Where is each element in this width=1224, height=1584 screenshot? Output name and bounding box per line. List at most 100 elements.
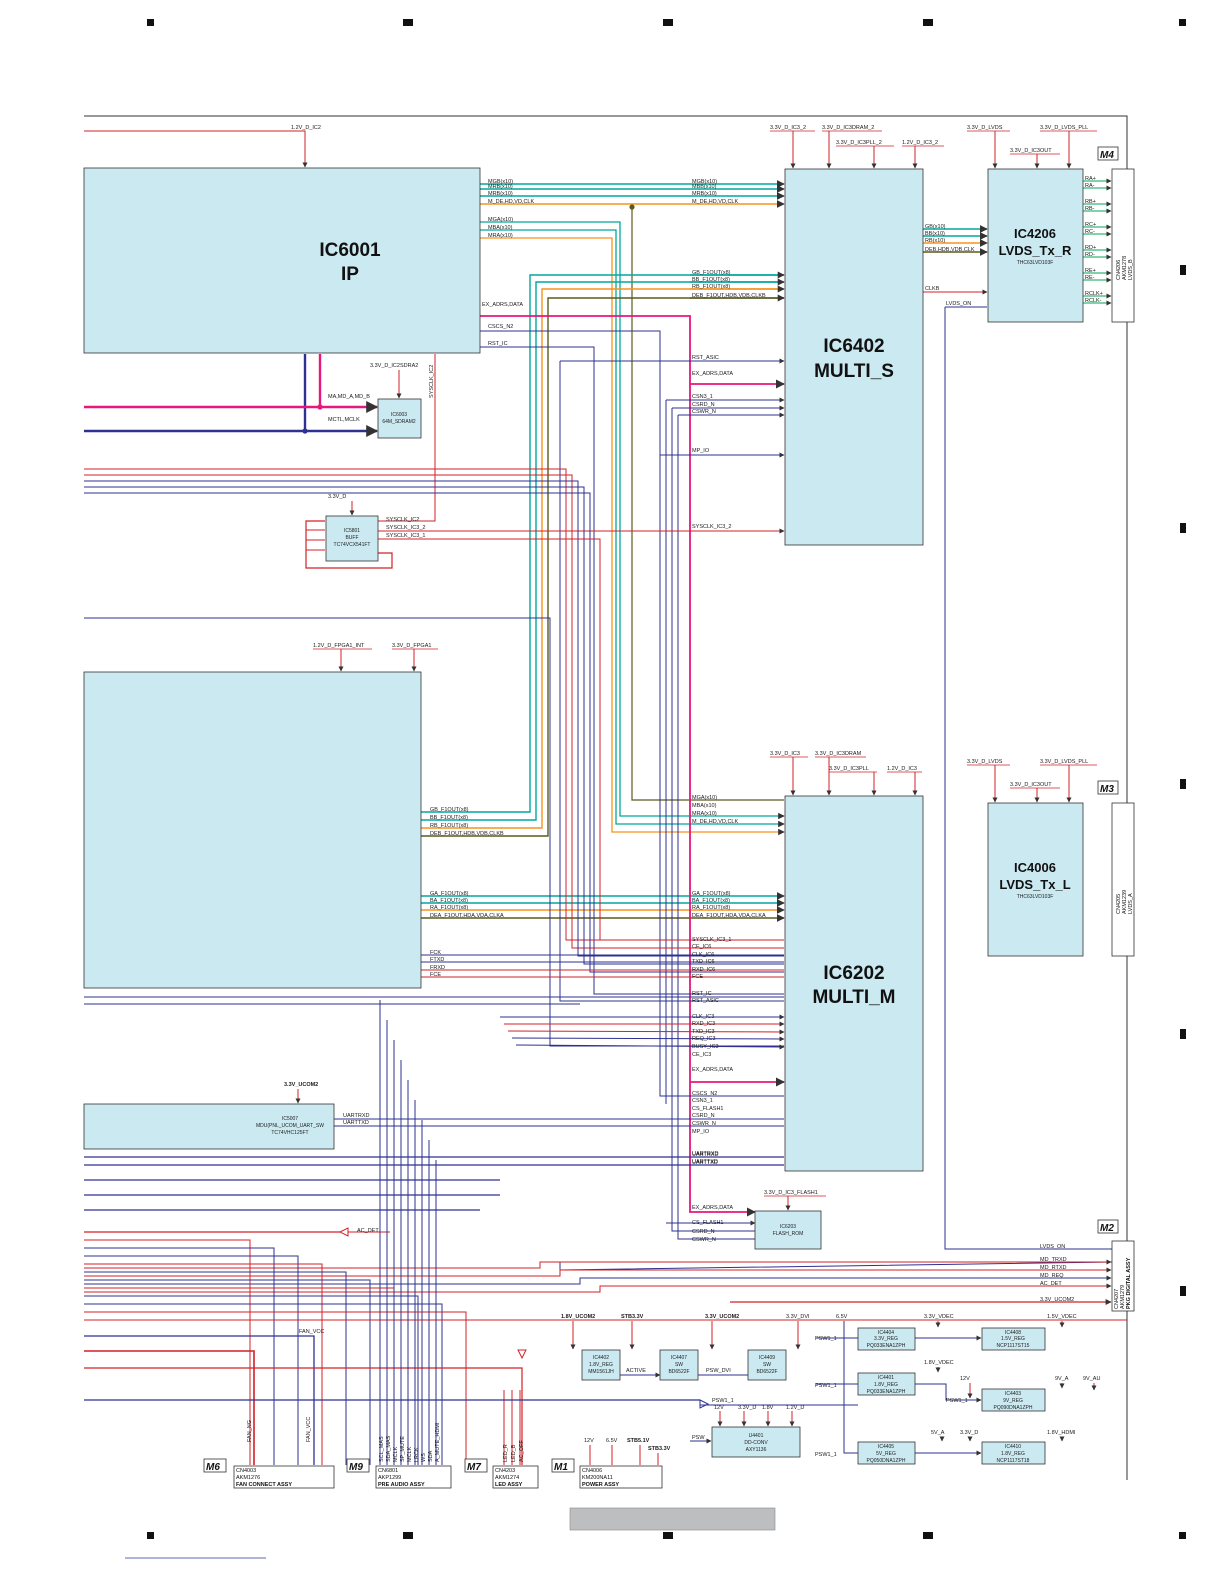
- label-signals-ic4206_out-9: RE-: [1085, 275, 1095, 281]
- wire-77: [84, 474, 784, 949]
- label-power-psw_dvi: PSW_DVI: [706, 1368, 731, 1374]
- label-signals-ic6202_in_ctrl-0: SYSCLK_IC3_1: [692, 937, 731, 943]
- m9-tag: M9: [349, 1462, 363, 1473]
- wires: [84, 130, 1127, 1465]
- wire-39: [480, 346, 784, 995]
- ic4401-box: [857, 1372, 916, 1396]
- label-signals-ic6202_in_ctrl-21: UARTRXD: [692, 1152, 719, 1158]
- label-signals-ic6202_in_ctrl-20: MP_IO: [692, 1129, 710, 1135]
- m9-part: AKP1299: [378, 1475, 401, 1481]
- label-signals-fpga_out1-2: RB_F1OUT(x8): [430, 823, 468, 829]
- label-power-psw: PSW: [692, 1435, 705, 1441]
- label-signals-fpga_out1-0: GB_F1OUT(x8): [430, 807, 469, 813]
- flag-tri: [517, 1349, 527, 1360]
- label-power-r33vdec: 3.3V_VDEC: [924, 1314, 954, 1320]
- m7-cn: CN4203: [495, 1468, 515, 1474]
- label-signals-ic6402_out-4: CLKB: [925, 286, 940, 292]
- label-power-r33dvi: 3.3V_DVI: [786, 1314, 810, 1320]
- label-signals-ic6402_out-5: LVDS_ON: [946, 301, 971, 307]
- label-signals-ic6001_out-5: MBA(x10): [488, 225, 513, 231]
- m1-cn: CN4006: [582, 1468, 602, 1474]
- ic6203-ref: IC6203: [780, 1224, 796, 1230]
- label-power-r33ucom: 3.3V_UCOM2: [705, 1314, 739, 1320]
- u4401-box: [711, 1426, 801, 1458]
- label-signals-m2_sig-2: MD_RTXD: [1040, 1265, 1067, 1271]
- ic6202-box: [784, 795, 924, 1172]
- ic4404-part: PQ033ENA1ZPH: [867, 1343, 906, 1349]
- ic6402-ref: IC6402: [823, 336, 884, 357]
- ic4409-ref: IC4409: [759, 1355, 775, 1361]
- label-signals-fpga_out2-2: RA_F1OUT(x8): [430, 905, 468, 911]
- label-signals-ic4206_out-0: RA+: [1085, 176, 1096, 182]
- label-signals-ic6202_in_ctrl-16: CSN3_1: [692, 1098, 713, 1104]
- label-rails-ic4206_c: 3.3V_D_IC3OUT: [1010, 148, 1052, 154]
- ic4409-box: [747, 1349, 787, 1381]
- m6-tag: M6: [206, 1462, 220, 1473]
- junction-dot: [629, 204, 635, 210]
- label-signals-ic6202_in_ctrl-7: RST_ASIC: [692, 998, 719, 1004]
- ic6003-part: 64M_SDRAM2: [382, 419, 416, 425]
- label-signals-fpga_out1-3: DEB_F1OUT,HDB,VDB,CLKB: [430, 831, 504, 837]
- m1-part: KM200NA11: [582, 1475, 613, 1481]
- m2-part: AKM1279: [1120, 1285, 1126, 1309]
- ic6003-ref: IC6003: [391, 412, 407, 418]
- m7-connector: [492, 1465, 539, 1489]
- label-signals-fpga_out1-1: BB_F1OUT(x8): [430, 815, 468, 821]
- wire-78: [84, 480, 784, 957]
- label-rails-ic6202_c: 3.3V_D_IC3PLL: [829, 766, 869, 772]
- label-signals-ic6202_in_top-0: MGA(x10): [692, 795, 717, 801]
- wire-38: [480, 330, 784, 1097]
- label-power-r18hdmi: 1.8V_HDMI: [1047, 1430, 1076, 1436]
- label-signals-ic6202_in_top-2: MRA(x10): [692, 811, 717, 817]
- ic4401-ref: IC4401: [878, 1375, 894, 1381]
- label-signals-ic6202_in_ctrl-15: CSCS_N2: [692, 1091, 717, 1097]
- label-signals-led_pins-2: AC_OFF: [519, 1440, 525, 1462]
- ic6001-name: IP: [341, 264, 359, 285]
- label-signals-ic6001_out-4: MGA(x10): [488, 217, 513, 223]
- label-power-active: ACTIVE: [626, 1368, 646, 1374]
- label-power-r9au: 9V_AU: [1083, 1376, 1100, 1382]
- label-signals-fpga_ctrl-2: FRXD: [430, 965, 445, 971]
- label-rails-ic6402_b: 3.3V_D_IC3DRAM_2: [822, 125, 874, 131]
- m2-name: PKG DIGITAL ASSY: [1126, 1257, 1132, 1309]
- m4-name: LVDS_B: [1128, 259, 1134, 280]
- label-signals-fan_pins-0: FAN_NG: [247, 1420, 253, 1442]
- label-signals-ic6202_in_ctrl-3: TXD_IC6: [692, 959, 715, 965]
- ic4409-part: BD6522F: [756, 1369, 777, 1375]
- wire-139: [84, 1263, 323, 1465]
- label-rails-top_ic2: 1.2V_D_IC2: [291, 125, 321, 131]
- m7-part: AKM1274: [495, 1475, 519, 1481]
- label-power-dd_rails-3: 1.2V_D: [786, 1405, 804, 1411]
- label-signals-ic6402_in_top-2: MRB(x10): [692, 191, 717, 197]
- junction-dot: [317, 404, 323, 410]
- ic4407-box: [659, 1349, 699, 1381]
- flag-tri-psw: [699, 1399, 710, 1409]
- ic4403-box: [981, 1388, 1046, 1412]
- wire-23: [421, 274, 784, 813]
- label-power-dd_rails-2: 1.8V: [762, 1405, 774, 1411]
- wire-129: [84, 1267, 1112, 1277]
- ic4006-ref: IC4006: [1014, 860, 1056, 875]
- label-signals-ic6001_misc-2: RST_IC: [488, 341, 508, 347]
- ic4401-part: PQ033ENA1ZPH: [867, 1389, 906, 1395]
- wire-141: [84, 1279, 371, 1465]
- wire-76: [84, 468, 784, 941]
- m2-cn: CN4207: [1114, 1289, 1120, 1309]
- ic6001-ref: IC6001: [319, 240, 381, 261]
- label-signals-ic4206_out-7: RD-: [1085, 252, 1095, 258]
- label-rails-ucom: 3.3V_UCOM2: [284, 1082, 318, 1088]
- ic4404-name: 3.3V_REG: [874, 1336, 898, 1342]
- ic4206-box: [987, 168, 1084, 323]
- m1-name: POWER ASSY: [582, 1482, 619, 1488]
- m6-part: AKM1276: [236, 1475, 260, 1481]
- label-signals-ic6001_out-6: MRA(x10): [488, 233, 513, 239]
- ic6001-box: [83, 167, 481, 354]
- label-power-psw1: PSW1_1: [815, 1336, 837, 1342]
- label-signals-fpga_ctrl-1: FTXD: [430, 957, 444, 963]
- label-power-r15vdec: 1.5V_VDEC: [1047, 1314, 1077, 1320]
- label-rails-ic4206_a: 3.3V_D_LVDS: [967, 125, 1003, 131]
- label-signals-ic6402_in_top-3: M_DE,HD,VD,CLK: [692, 199, 738, 205]
- label-rails-ic6202_a: 3.3V_D_IC3: [770, 751, 800, 757]
- label-signals-ic6202_in_ctrl-4: RXD_IC6: [692, 967, 715, 973]
